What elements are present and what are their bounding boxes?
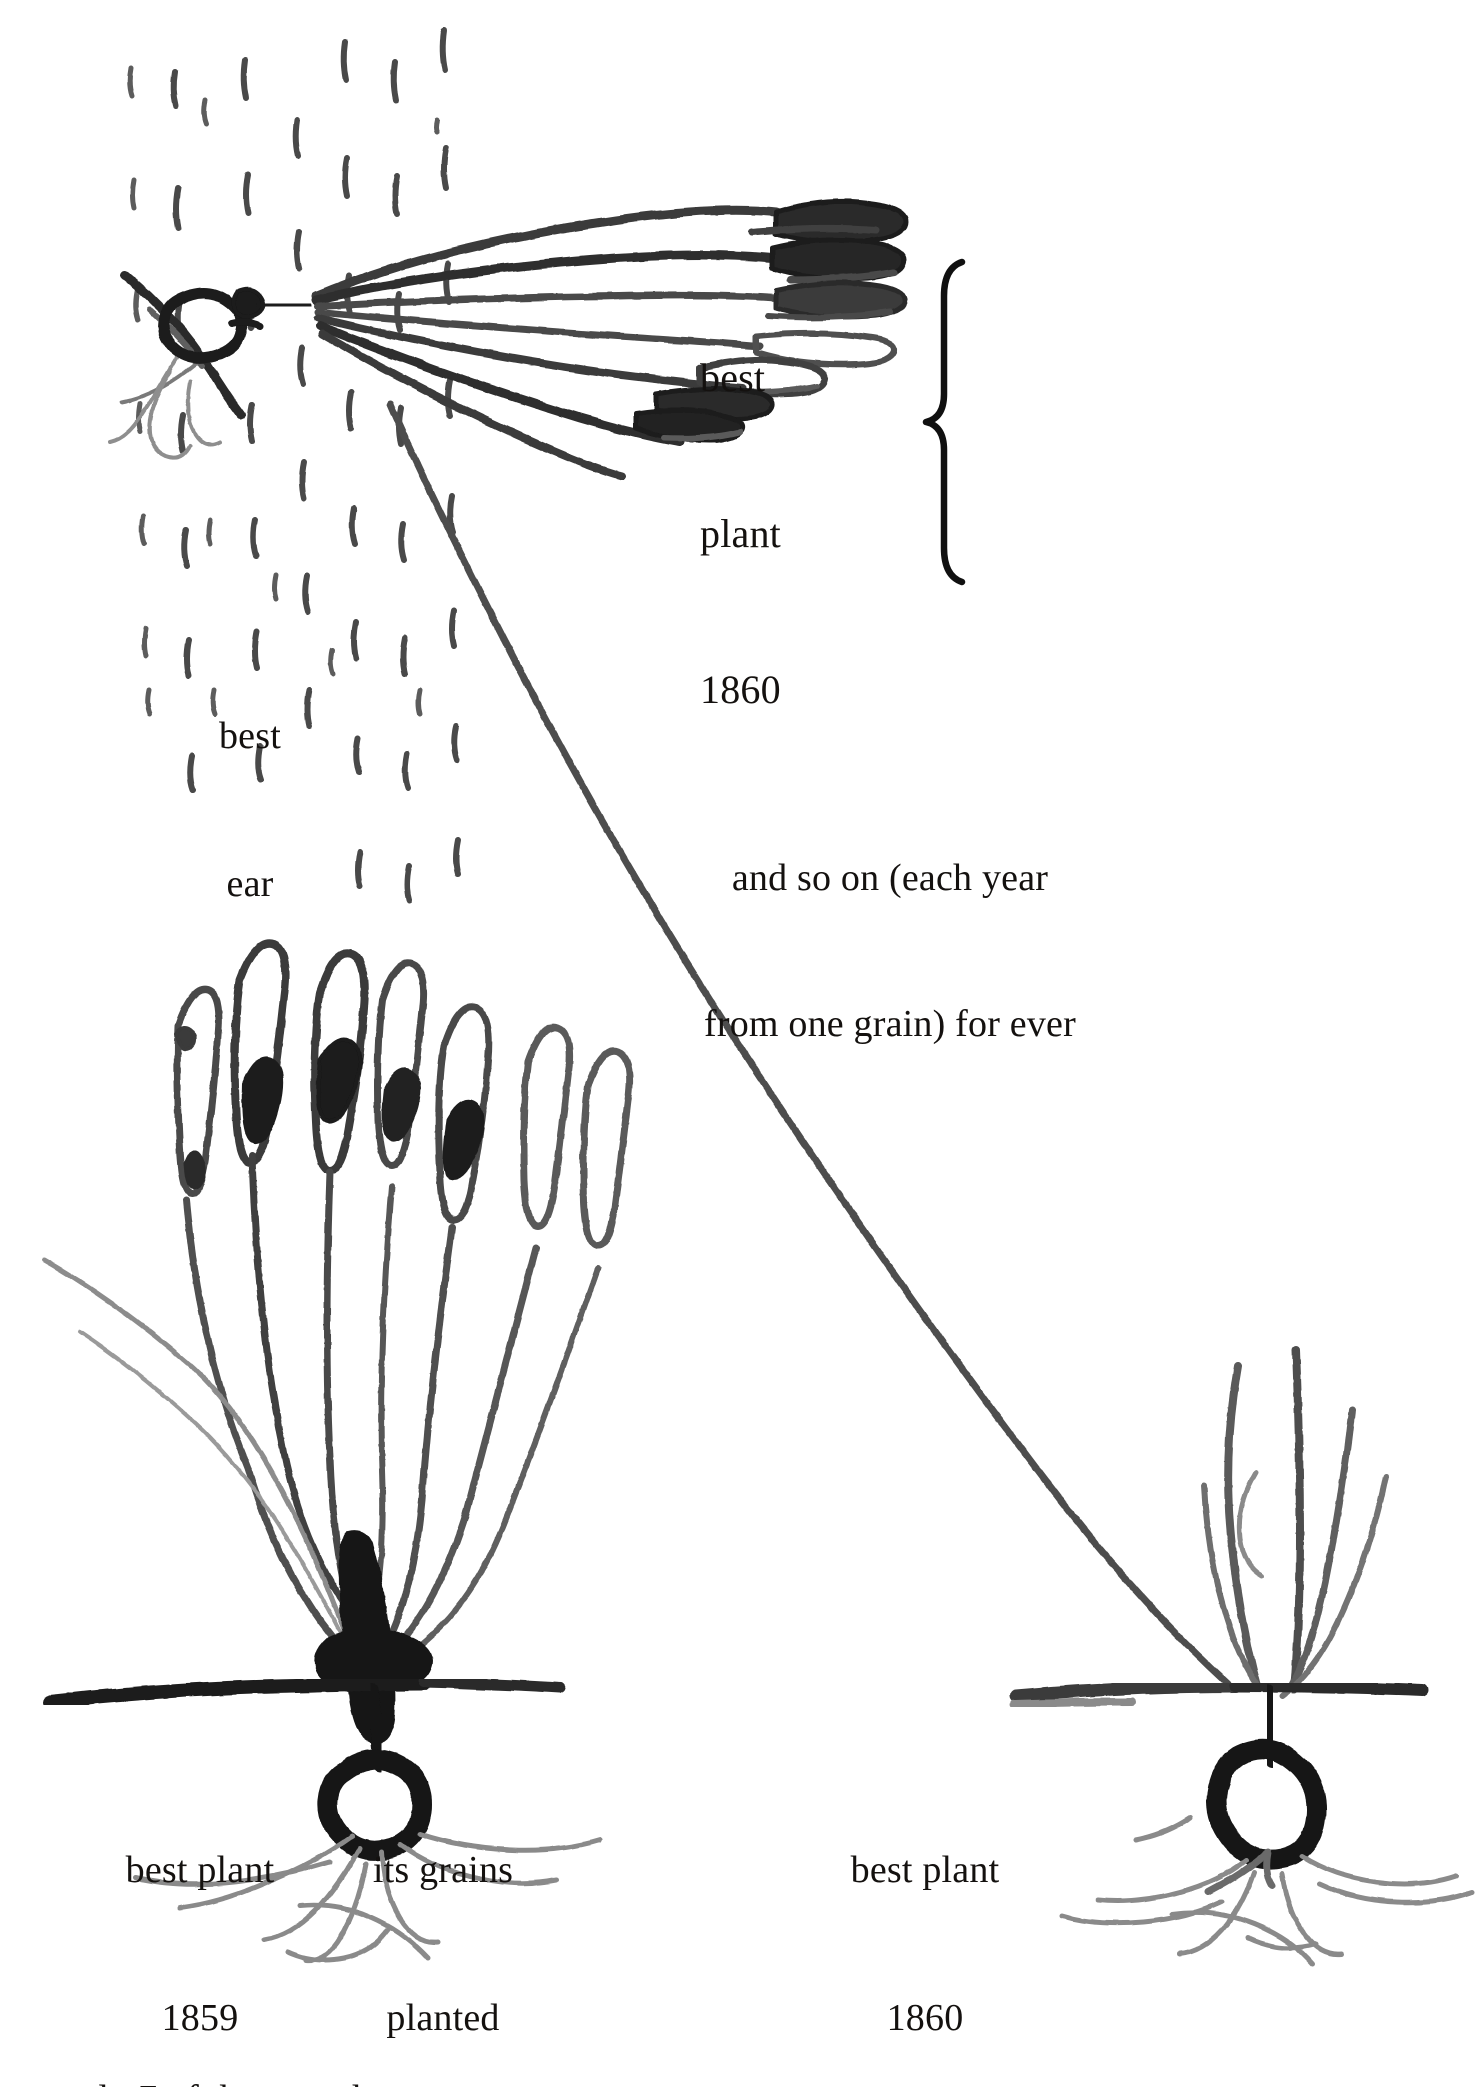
label-line: its grains [372, 1848, 514, 1891]
seed-grain-right [1206, 1739, 1327, 1869]
ear-heads-group [173, 939, 634, 1250]
top-plant-best-plant-1860 [108, 198, 909, 480]
seed-grain-left [317, 1749, 432, 1861]
label-best-plant-1860-right: best plant 1860 [760, 1747, 1090, 2087]
label-and-so-on: and so on (each year from one grain) for… [640, 757, 1140, 1146]
label-line: from one grain) for ever [704, 1003, 1076, 1046]
ground-line-left [43, 1676, 566, 1709]
label-line: 1860 [700, 667, 781, 712]
descent-connector-line [386, 400, 1232, 1688]
label-line: 1860 [886, 1996, 964, 2039]
label-best-ear: best ear [140, 613, 360, 1008]
label-line: only 7 of the ears shown [60, 2075, 560, 2087]
label-line: plant [700, 511, 781, 556]
label-line: best plant [850, 1848, 1000, 1891]
label-best-plant-1859: best plant 1859 [50, 1747, 350, 2087]
label-line: best [700, 355, 766, 400]
label-best-plant-1860-top: best plant 1860 [700, 248, 930, 820]
label-line: and so on (each year [731, 857, 1049, 900]
label-line: best plant [125, 1848, 275, 1891]
label-line: planted [386, 1996, 500, 2039]
label-line: 1859 [161, 1996, 239, 2039]
roots-right [1059, 1815, 1475, 1967]
label-line: ear [226, 862, 274, 905]
label-line: best [218, 714, 281, 757]
roots-left [133, 1831, 603, 1963]
curly-brace-icon [922, 258, 966, 586]
seed-grain-outline [157, 287, 248, 364]
label-only-seven-ears-shown: only 7 of the ears shown [60, 1976, 560, 2087]
ground-line-right [1009, 1679, 1428, 1708]
label-its-grains-planted-1859: its grains planted 1859 [318, 1747, 568, 2087]
bottom-left-plant-best-plant-1859 [41, 939, 634, 1963]
bottom-right-plant-best-plant-1860 [1009, 1346, 1475, 1967]
